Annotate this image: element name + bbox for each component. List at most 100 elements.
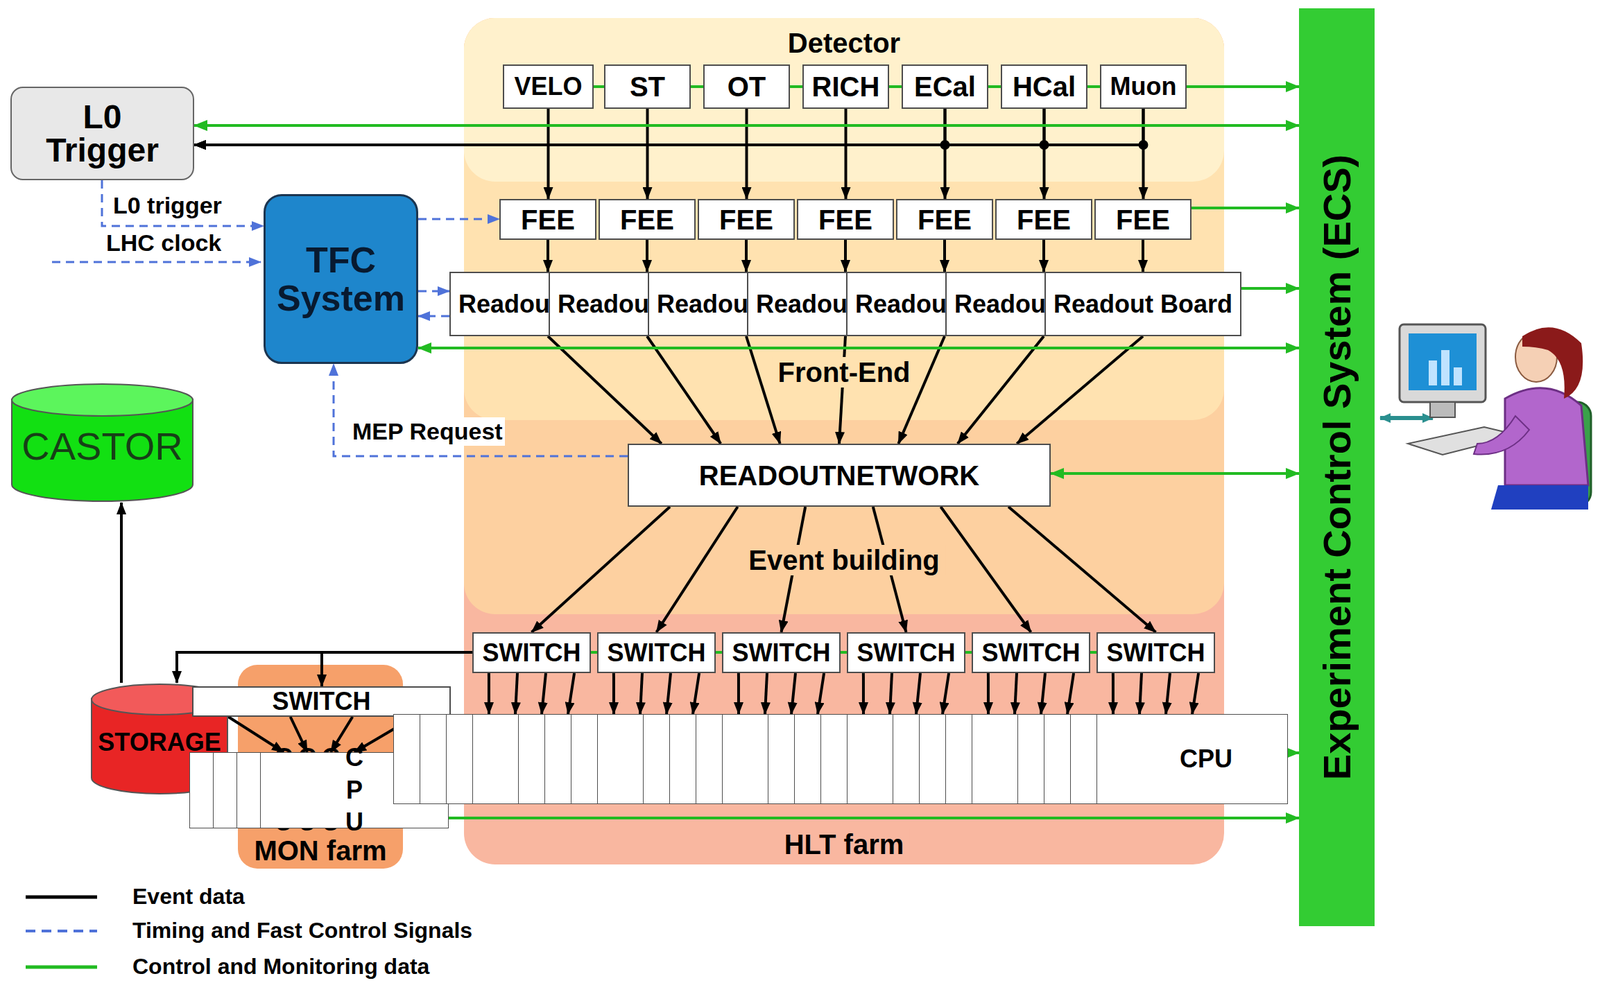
region-band: Front-EndFEEFEEFEEFEEFEEFEEFEEReadout Bo… xyxy=(463,153,1225,393)
control-line xyxy=(988,85,1001,89)
event-data-line xyxy=(1192,673,1199,715)
event-data-line xyxy=(1041,673,1046,715)
monitor-farm: MON farmSWITCHCPUCPUCPUCPU xyxy=(237,665,403,870)
event-data-line xyxy=(862,673,865,715)
switch-box: SWITCH xyxy=(192,686,451,718)
node-label: RICH xyxy=(806,71,886,102)
event-data-line xyxy=(547,108,550,200)
event-data-line xyxy=(889,673,892,715)
junction-dot xyxy=(940,140,951,150)
event-data-line xyxy=(986,673,990,715)
control-line xyxy=(1191,206,1300,210)
event-data-line xyxy=(1139,673,1142,715)
legend-text: Control and Monitoring data xyxy=(132,953,430,980)
fee-box: FEE xyxy=(995,199,1093,240)
band-ground xyxy=(463,18,1225,421)
legend-sample-event xyxy=(25,896,98,900)
control-line xyxy=(789,85,803,89)
trigger-box: L0 Trigger xyxy=(10,86,195,181)
region-label: HLT farm xyxy=(778,829,910,860)
node-label: SWITCH xyxy=(1101,639,1211,668)
event-data-line xyxy=(194,108,946,145)
node-label: Muon xyxy=(1104,72,1183,101)
event-data-line xyxy=(942,673,949,715)
node-label: FEE xyxy=(912,204,978,236)
event-data-line xyxy=(646,108,650,200)
tfc-box: TFC System xyxy=(263,194,419,365)
node-label: FEE xyxy=(713,204,779,236)
control-line xyxy=(1087,85,1100,89)
control-line xyxy=(194,124,1300,127)
event-data-line xyxy=(844,239,847,272)
node-label: SWITCH xyxy=(477,639,587,668)
event-data-line xyxy=(839,336,846,444)
detector-box: Muon xyxy=(1099,64,1187,109)
fee-box: FEE xyxy=(697,199,795,240)
event-data-line xyxy=(176,652,473,684)
event-data-line xyxy=(119,502,123,684)
control-line xyxy=(690,85,704,89)
signal-label: LHC clock xyxy=(104,228,224,258)
control-line xyxy=(840,651,847,655)
fee-box: FEE xyxy=(598,199,696,240)
control-line xyxy=(448,816,1300,820)
switch-box: SWITCH xyxy=(472,632,591,674)
fee-box: FEE xyxy=(499,199,597,240)
node-label: CPU xyxy=(341,742,367,840)
node-label: MON farm xyxy=(253,835,387,867)
node-label: VELO xyxy=(508,72,588,101)
event-data-line xyxy=(546,239,550,272)
switch-box: SWITCH xyxy=(721,632,841,674)
timing-signal-line xyxy=(101,180,264,227)
network-box: READOUTNETWORK xyxy=(627,443,1051,507)
operator-figure xyxy=(1399,324,1591,510)
control-line xyxy=(715,651,722,655)
event-data-line xyxy=(1067,673,1074,715)
timing-signal-line xyxy=(418,315,450,318)
switch-box: SWITCH xyxy=(846,632,966,674)
event-data-line xyxy=(612,673,616,715)
event-data-line xyxy=(640,673,643,715)
node-label: CPU xyxy=(1174,743,1211,777)
control-line xyxy=(1186,85,1300,89)
event-data-line xyxy=(745,108,749,200)
fee-box: FEE xyxy=(796,199,894,240)
node-label: SWITCH xyxy=(851,639,962,668)
region-label: Event building xyxy=(742,545,946,576)
node-label: CASTOR xyxy=(21,425,183,469)
event-data-line xyxy=(487,673,491,715)
event-data-line xyxy=(1111,673,1115,715)
event-data-line xyxy=(844,108,848,200)
event-data-line xyxy=(1016,336,1143,444)
region-band: HLT farmSWITCHSWITCHSWITCHSWITCHSWITCHSW… xyxy=(463,586,1225,865)
timing-signal-line xyxy=(418,218,500,221)
control-line xyxy=(1241,287,1300,290)
node-label: TFC System xyxy=(269,241,412,317)
event-data-line xyxy=(764,673,768,715)
event-data-line xyxy=(943,239,946,272)
edge-label: MEP Request xyxy=(350,417,505,446)
event-data-line xyxy=(645,239,649,272)
operator-arrow xyxy=(1380,416,1433,421)
node-label: SWITCH xyxy=(726,639,837,668)
control-line xyxy=(1090,651,1097,655)
cylinder-top xyxy=(11,384,193,417)
event-data-line xyxy=(957,336,1044,444)
region-band: DetectorVELOSTOTRICHECalHCalMuon xyxy=(463,18,1225,154)
event-data-line xyxy=(746,336,781,444)
control-line xyxy=(590,651,598,655)
node-label: Readout Board xyxy=(1047,290,1238,319)
node-label: ST xyxy=(624,71,671,102)
event-data-line xyxy=(1043,108,1046,200)
event-data-line xyxy=(940,506,1031,633)
control-line xyxy=(965,651,972,655)
node-label: FEE xyxy=(812,204,879,236)
control-line xyxy=(1050,472,1300,476)
event-data-line xyxy=(916,673,921,715)
node-label: OT xyxy=(721,71,772,102)
control-line xyxy=(889,85,902,89)
event-data-line xyxy=(547,336,662,444)
detector-box: RICH xyxy=(802,64,890,109)
detector-box: ST xyxy=(604,64,691,109)
